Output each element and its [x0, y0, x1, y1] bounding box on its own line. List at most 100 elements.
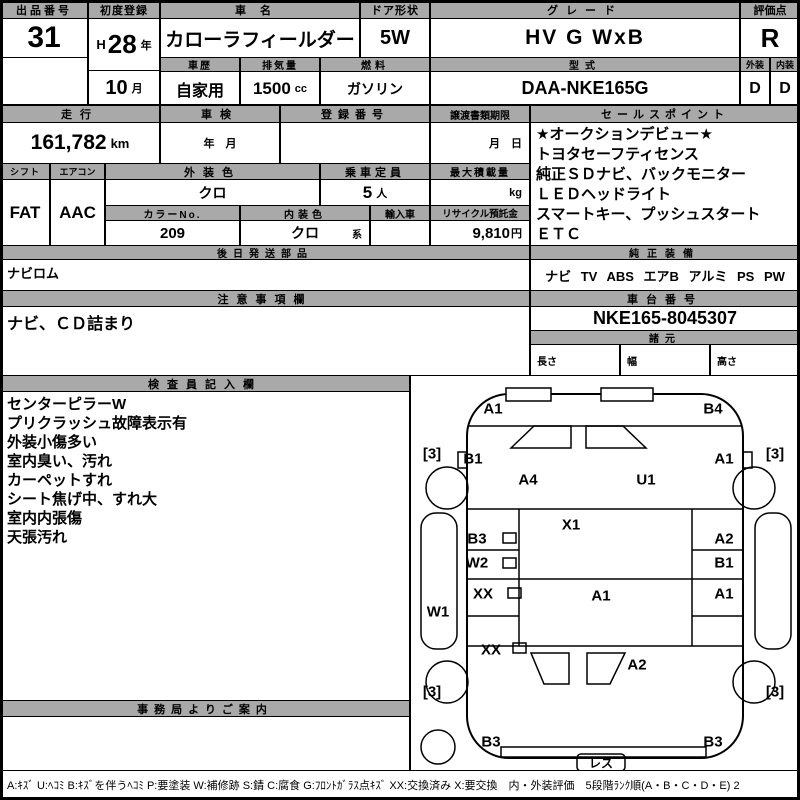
dimensions-label: 諸元	[530, 330, 800, 345]
dimension-height-label: 高さ	[717, 356, 737, 368]
fuel-value: ガソリン	[320, 71, 430, 106]
auction-no-label: 出品番号	[0, 0, 88, 19]
damage-mark-B3: B3	[481, 733, 501, 751]
int-color-value: クロ	[291, 225, 319, 241]
door-shape-label: ドア形状	[360, 0, 430, 19]
damage-mark-[3]: [3]	[422, 683, 442, 701]
transfer-deadline-label: 譲渡書類期限	[430, 105, 530, 123]
inspector-notes-list-item: プリクラッシュ故障表示有	[7, 415, 188, 432]
history-value: 自家用	[160, 71, 240, 106]
import-label: 輸入車	[370, 205, 430, 221]
first-reg-month: 10	[105, 76, 128, 99]
dimension-height-cell: 高さ	[710, 344, 800, 376]
damage-mark-[3]: [3]	[765, 445, 785, 463]
mileage-value: 161,782	[30, 131, 107, 154]
chassis-no-label: 車台番号	[530, 290, 800, 307]
auction-no-value: 31	[0, 18, 88, 58]
damage-mark-W1: W1	[426, 603, 450, 621]
recycle-unit: 円	[511, 228, 522, 240]
equipment-value: ナビ TV ABS エアB アルミ PS PW	[530, 259, 800, 291]
damage-mark-レス: レス	[588, 756, 614, 771]
damage-mark-A1: A1	[714, 585, 734, 603]
sales-points-list-item: ＥＴＣ	[536, 226, 582, 243]
sales-points-list-item: 純正ＳＤナビ、バックモニター	[536, 166, 747, 183]
first-reg-year: 28	[107, 29, 137, 59]
shift-label: シフト	[0, 163, 50, 180]
damage-mark-A1: A1	[591, 587, 611, 605]
caution-value: ナビ、ＣＤ詰まり	[0, 306, 530, 376]
damage-mark-B1: B1	[714, 554, 734, 572]
dimension-width-cell: 幅	[620, 344, 710, 376]
int-color-unit: 系	[352, 229, 362, 241]
inspector-notes-list-item: 室内臭い、汚れ	[7, 453, 113, 470]
auction-no-empty-cell	[0, 57, 88, 106]
inspector-notes-list-item: シート焦げ中、すれ大	[7, 491, 158, 508]
later-parts-value: ナビロム	[0, 259, 530, 291]
first-reg-era: H	[96, 37, 106, 52]
car-outline-drawing	[420, 387, 792, 770]
score-value: R	[740, 18, 800, 58]
grade-label: グレード	[430, 0, 740, 19]
damage-mark-XX: XX	[472, 585, 494, 603]
dimension-length-cell: 長さ	[530, 344, 620, 376]
inspector-notes-list-item: 室内内張傷	[7, 510, 83, 527]
first-reg-label: 初度登録	[88, 0, 160, 19]
door-shape-value: 5W	[360, 18, 430, 58]
inspector-notes-list-item: センターピラーW	[7, 396, 127, 413]
int-color-label: 内装色	[240, 205, 370, 221]
sales-points-list-item: ＬＥＤヘッドライト	[536, 186, 672, 203]
inspection-label: 車検	[160, 105, 280, 123]
inspector-notes-label: 検査員記入欄	[0, 375, 410, 392]
aircon-value: AAC	[50, 179, 105, 246]
caution-label: 注意事項欄	[0, 290, 530, 307]
payload-label: 最大積載量	[430, 163, 530, 180]
damage-mark-[3]: [3]	[765, 683, 785, 701]
office-info-empty	[0, 716, 410, 771]
damage-mark-A2: A2	[627, 656, 647, 674]
inspection-value: 年 月	[160, 122, 280, 164]
recycle-value: 9,810	[472, 224, 510, 242]
damage-mark-B3: B3	[467, 530, 487, 548]
grade-value: HV G WxB	[430, 18, 740, 58]
recycle-label: リサイクル預託金	[430, 205, 530, 221]
dimension-length-label: 長さ	[537, 356, 557, 368]
model-code-value: DAA-NKE165G	[430, 71, 740, 106]
damage-mark-W2: W2	[465, 554, 489, 572]
damage-mark-A1: A1	[714, 450, 734, 468]
history-label: 車歴	[160, 57, 240, 72]
capacity-label: 乗車定員	[320, 163, 430, 180]
equipment-label: 純正装備	[530, 245, 800, 260]
dimension-width-label: 幅	[627, 356, 637, 368]
ext-color-value: クロ	[105, 179, 320, 206]
mileage-label: 走行	[0, 105, 160, 123]
legend-text: A:ｷｽﾞ U:ﾍｺﾐ B:ｷｽﾞを伴うﾍｺﾐ P:要塗装 W:補修跡 S:錆 …	[0, 770, 800, 800]
car-name-value: カローラフィールダー	[160, 18, 360, 58]
reg-no-value	[280, 122, 430, 164]
payload-unit: kg	[430, 179, 530, 206]
interior-label: 内装	[770, 57, 800, 72]
damage-mark-XX: XX	[480, 641, 502, 659]
exterior-grade: D	[740, 71, 770, 106]
damage-mark-U1: U1	[636, 471, 656, 489]
sales-points-list-item: ★オークションデビュー★	[536, 126, 713, 143]
damage-mark-B1: B1	[463, 450, 483, 468]
color-no-label: カラーNo.	[105, 205, 240, 221]
color-no-value: 209	[105, 220, 240, 246]
mileage-unit: km	[110, 135, 130, 151]
office-info-label: 事務局よりご案内	[0, 700, 410, 717]
model-code-label: 型式	[430, 57, 740, 72]
sales-points-list: ★オークションデビュー★ トヨタセーフティセンス純正ＳＤナビ、バックモニター ＬＥＤ…	[530, 122, 800, 246]
damage-mark-A2: A2	[714, 530, 734, 548]
sales-points-list-item: トヨタセーフティセンス	[536, 146, 699, 163]
chassis-no-value: NKE165-8045307	[530, 306, 800, 331]
